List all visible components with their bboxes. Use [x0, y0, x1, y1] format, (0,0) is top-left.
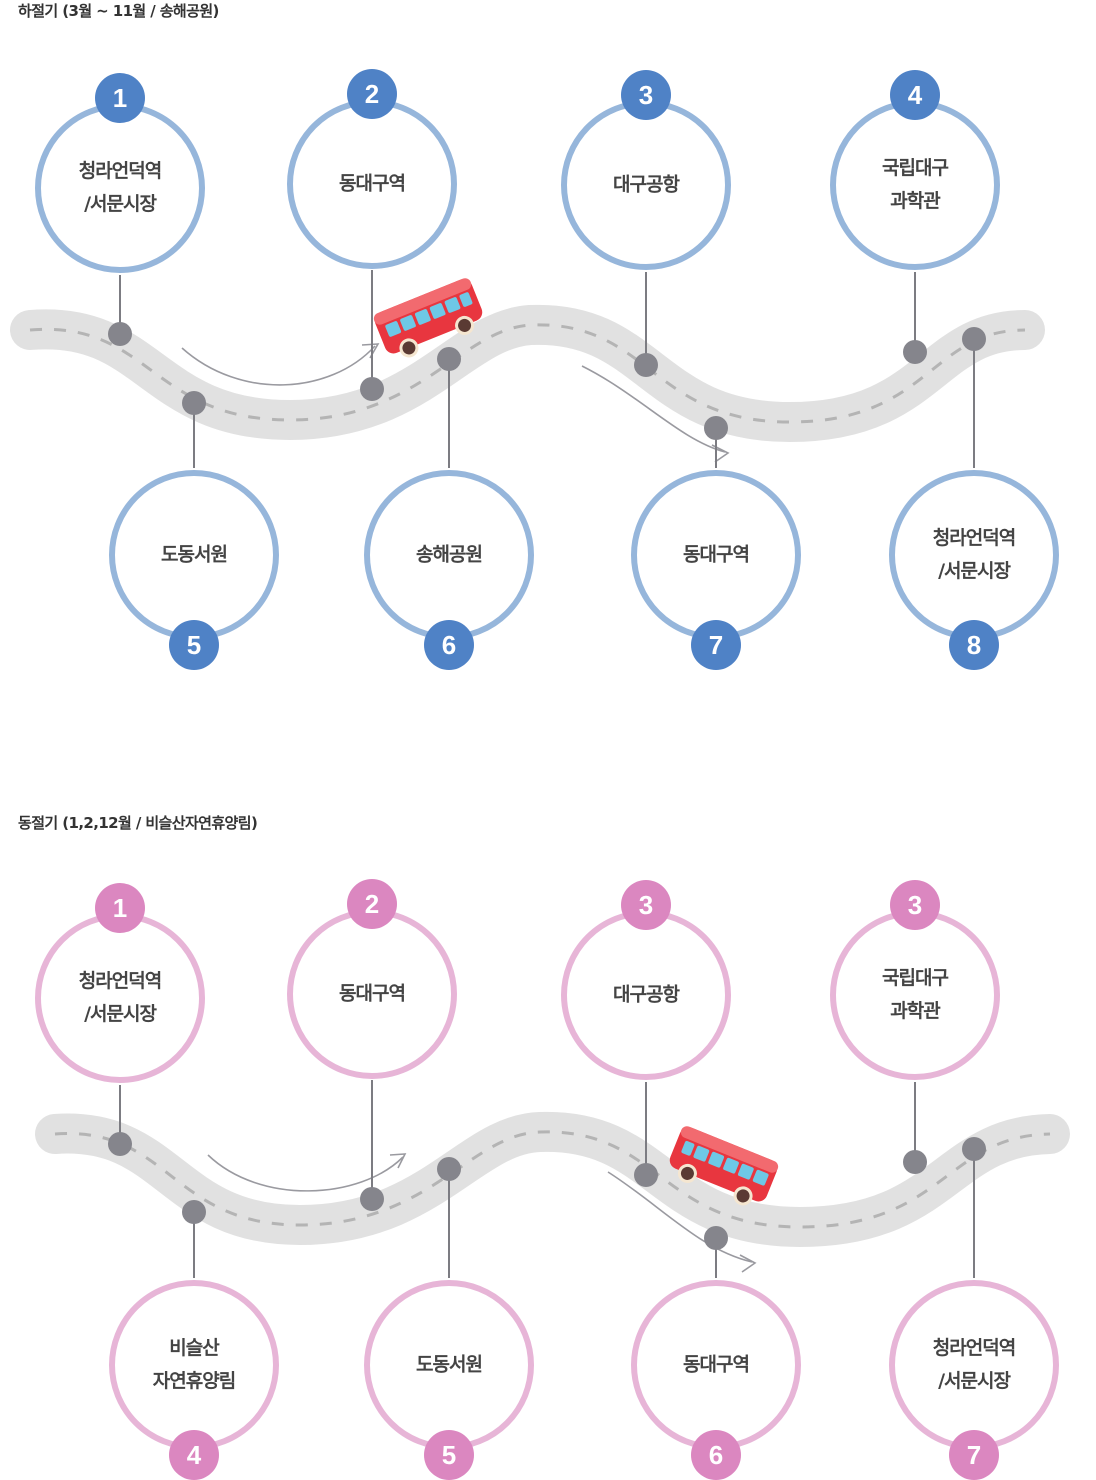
stop-number-badge: 7: [691, 620, 741, 670]
stop-name: 동대구역: [683, 1353, 750, 1376]
direction-arrow-head: [739, 1254, 757, 1273]
stop-dot: [108, 1132, 132, 1156]
winter-road-map: [35, 1080, 1070, 1278]
stop-dot: [962, 1137, 986, 1161]
road-center-dashes: [54, 1130, 1051, 1229]
stop-number-badge: 1: [95, 73, 145, 123]
stop-circle: 8 청라언덕역/서문시장: [889, 470, 1059, 670]
stop-dot: [704, 1226, 728, 1250]
stop-dot: [360, 1187, 384, 1211]
stop-circle: 7 청라언덕역/서문시장: [889, 1280, 1059, 1480]
stop-circle: 3 대구공항: [561, 880, 731, 1080]
stop-number-badge: 4: [890, 70, 940, 120]
stop-number-badge: 3: [621, 70, 671, 120]
stop-dot: [903, 340, 927, 364]
stop-number-badge: 2: [347, 69, 397, 119]
stop-circle: 2 동대구역: [287, 69, 457, 269]
stop-dot: [182, 1200, 206, 1224]
stop-circle: 1 청라언덕역/서문시장: [35, 883, 205, 1083]
stop-dot: [108, 322, 132, 346]
stop-dot: [437, 347, 461, 371]
stop-number-badge: 8: [949, 620, 999, 670]
stop-number-badge: 3: [890, 880, 940, 930]
summer-route-section: 하절기 (3월 ~ 11월 / 송해공원): [0, 0, 1096, 700]
direction-arrow: [581, 365, 726, 453]
stop-dot: [360, 377, 384, 401]
stop-name: 대구공항: [613, 983, 680, 1006]
stop-dot: [634, 353, 658, 377]
stop-name: 동대구역: [339, 172, 406, 195]
stop-name: 청라언덕역/서문시장: [78, 970, 162, 1025]
stop-dot: [903, 1150, 927, 1174]
direction-arrow-head: [711, 444, 730, 463]
stop-number-badge: 6: [691, 1430, 741, 1480]
stop-number-badge: 6: [424, 620, 474, 670]
stop-number-badge: 1: [95, 883, 145, 933]
stop-number-badge: 7: [949, 1430, 999, 1480]
summer-route-title: 하절기 (3월 ~ 11월 / 송해공원): [18, 2, 219, 20]
stop-number-badge: 2: [347, 879, 397, 929]
stop-number-badge: 3: [621, 880, 671, 930]
stop-name: 청라언덕역/서문시장: [78, 160, 162, 215]
stop-name: 대구공항: [613, 173, 680, 196]
stop-circle: 1 청라언덕역/서문시장: [35, 73, 205, 273]
direction-arrow: [607, 1171, 753, 1263]
stop-dot: [962, 327, 986, 351]
stop-circle: 6 송해공원: [364, 470, 534, 670]
direction-arrow-head: [389, 1153, 407, 1169]
winter-route-section: 동절기 (1,2,12월 / 비슬산자연휴양림): [0, 810, 1096, 1480]
bus-icon: [669, 1126, 779, 1206]
stop-number-badge: 5: [169, 620, 219, 670]
winter-route-title: 동절기 (1,2,12월 / 비슬산자연휴양림): [18, 814, 258, 832]
stop-circle: 7 동대구역: [631, 470, 801, 670]
stop-circle: 5 도동서원: [364, 1280, 534, 1480]
stop-number-badge: 5: [424, 1430, 474, 1480]
stop-dot: [634, 1163, 658, 1187]
summer-road-map: [10, 270, 1045, 468]
stop-circle: 2 동대구역: [287, 879, 457, 1079]
stop-number-badge: 4: [169, 1430, 219, 1480]
stop-dot: [704, 416, 728, 440]
bus-icon: [373, 278, 483, 358]
direction-arrow: [207, 1154, 404, 1192]
stop-circle: 3 대구공항: [561, 70, 731, 270]
stop-name: 동대구역: [339, 982, 406, 1005]
stop-circle: 5 도동서원: [109, 470, 279, 670]
stop-circle: 6 동대구역: [631, 1280, 801, 1480]
stop-name: 송해공원: [416, 543, 483, 566]
stop-name: 청라언덕역/서문시장: [932, 1337, 1016, 1392]
stop-name: 청라언덕역/서문시장: [932, 527, 1016, 582]
stop-name: 도동서원: [416, 1353, 483, 1376]
stop-dot: [437, 1157, 461, 1181]
direction-arrow: [181, 345, 376, 386]
stop-dot: [182, 391, 206, 415]
stop-name: 동대구역: [683, 543, 750, 566]
stop-name: 도동서원: [161, 543, 228, 566]
